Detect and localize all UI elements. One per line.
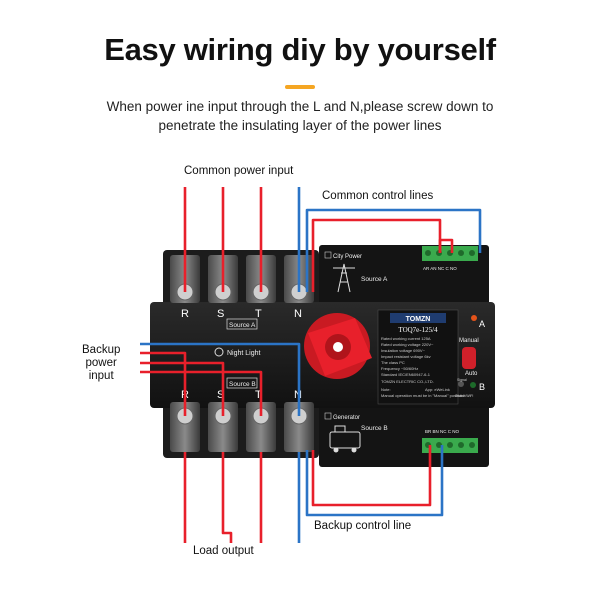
signal-label: Signal bbox=[457, 378, 467, 382]
label-a: A bbox=[479, 319, 485, 329]
wire-backup-t bbox=[140, 370, 263, 416]
backup-power-input-line: power bbox=[85, 357, 117, 369]
bottom-screw-housings bbox=[170, 402, 314, 452]
top-terminal-block bbox=[163, 250, 319, 308]
page-title: Easy wiring diy by yourself bbox=[104, 32, 496, 67]
spec-line: Rated working current 125A bbox=[381, 336, 431, 341]
spec-lines: Rated working current 125A Rated working… bbox=[381, 336, 465, 398]
source-b-indicator-icon bbox=[470, 382, 476, 388]
source-b-tag: Source B bbox=[229, 381, 256, 388]
switch-device: R S T N R S T N Source A Source B Night … bbox=[150, 245, 495, 467]
wire-control-b-2 bbox=[311, 445, 432, 507]
source-a-tag-box bbox=[226, 318, 258, 330]
wire-control-a-1 bbox=[305, 208, 482, 292]
subtitle-line-2: penetrate the insulating layer of the po… bbox=[158, 118, 442, 133]
city-power-label: City Power bbox=[333, 254, 362, 260]
terminal-t-bottom: T bbox=[255, 389, 262, 401]
rotary-knob[interactable] bbox=[304, 313, 372, 379]
backup-power-input-label: Backup power input bbox=[82, 344, 120, 383]
spec-line: The class PC bbox=[381, 360, 405, 365]
backup-power-input-line: Backup bbox=[82, 344, 121, 356]
spec-plate bbox=[377, 309, 459, 405]
wire-load-s bbox=[221, 452, 233, 543]
generator-label: Generator bbox=[333, 415, 360, 421]
knob-indicator-icon bbox=[333, 342, 343, 352]
bottom-control-terminal bbox=[422, 438, 478, 453]
title-accent-bar bbox=[285, 85, 315, 89]
spec-line: Insulation voltage 690V~ bbox=[381, 348, 426, 353]
wire-backup-s bbox=[140, 361, 225, 416]
signal-indicator-icon bbox=[458, 381, 464, 387]
spec-line: Rated working voltage 220V~ bbox=[381, 342, 434, 347]
top-block-pins: AR AN NC C NO bbox=[423, 266, 457, 271]
spec-line: Impact resistant voltage 6kv bbox=[381, 354, 431, 359]
label-b: B bbox=[479, 382, 485, 392]
source-b-tag-box bbox=[226, 377, 258, 389]
city-power-box-icon bbox=[324, 251, 332, 259]
pylon-icon bbox=[333, 263, 355, 293]
company-name: TOMZN ELECTRIC CO.,LTD. bbox=[381, 379, 434, 384]
note-text: Manual operation must be in "Manual" pos… bbox=[381, 393, 465, 398]
bottom-terminal-block bbox=[163, 398, 319, 458]
common-control-lines-label: Common control lines bbox=[322, 190, 434, 202]
generator-box-icon bbox=[324, 412, 332, 420]
load-output-label: Load output bbox=[193, 545, 254, 557]
source-b-module-label: Source B bbox=[361, 425, 388, 432]
top-control-terminal bbox=[422, 246, 478, 261]
bottom-block-pins: BR BN NC C NO bbox=[425, 429, 460, 434]
source-a-indicator-icon bbox=[471, 315, 477, 321]
terminal-s-top: S bbox=[217, 308, 224, 320]
night-light-label: Night Light bbox=[227, 350, 261, 357]
note-title: Note: bbox=[381, 387, 391, 392]
subtitle: When power ine input through the L and N… bbox=[40, 97, 560, 135]
wire-control-a-3 bbox=[438, 238, 454, 253]
wires bbox=[140, 187, 482, 543]
generator-icon bbox=[329, 425, 361, 453]
terminal-n-top: N bbox=[294, 308, 302, 320]
wire-control-a-2 bbox=[311, 218, 442, 292]
backup-power-input-line: input bbox=[88, 370, 114, 382]
backup-control-line-label: Backup control line bbox=[314, 520, 412, 532]
brand-badge bbox=[390, 313, 446, 323]
model-number: TOQ7e-125/4 bbox=[398, 326, 438, 334]
brand-name: TOMZN bbox=[406, 316, 431, 323]
wire-control-b-1 bbox=[305, 445, 444, 517]
spec-line: Standard IEC/EN60947-6-1 bbox=[381, 372, 431, 377]
auto-label: Auto bbox=[465, 371, 478, 377]
source-a-tag: Source A bbox=[229, 322, 256, 329]
subtitle-line-1: When power ine input through the L and N… bbox=[106, 99, 494, 114]
terminal-t-top: T bbox=[255, 308, 262, 320]
app-text: App: eWeLink bbox=[425, 387, 450, 392]
spec-line: Frequency ~50/60Hz bbox=[381, 366, 418, 371]
switch-wifi-label: Switch/WiFi bbox=[455, 394, 474, 398]
manual-auto-toggle[interactable] bbox=[462, 347, 476, 369]
wire-backup-n bbox=[140, 342, 301, 416]
night-light-icon bbox=[214, 347, 224, 357]
terminal-r-top: R bbox=[181, 308, 189, 320]
common-power-input-label: Common power input bbox=[184, 165, 294, 177]
wire-backup-r bbox=[140, 351, 187, 416]
manual-label: Manual bbox=[459, 338, 479, 344]
source-a-module-label: Source A bbox=[361, 276, 388, 283]
terminal-s-bottom: S bbox=[217, 389, 224, 401]
